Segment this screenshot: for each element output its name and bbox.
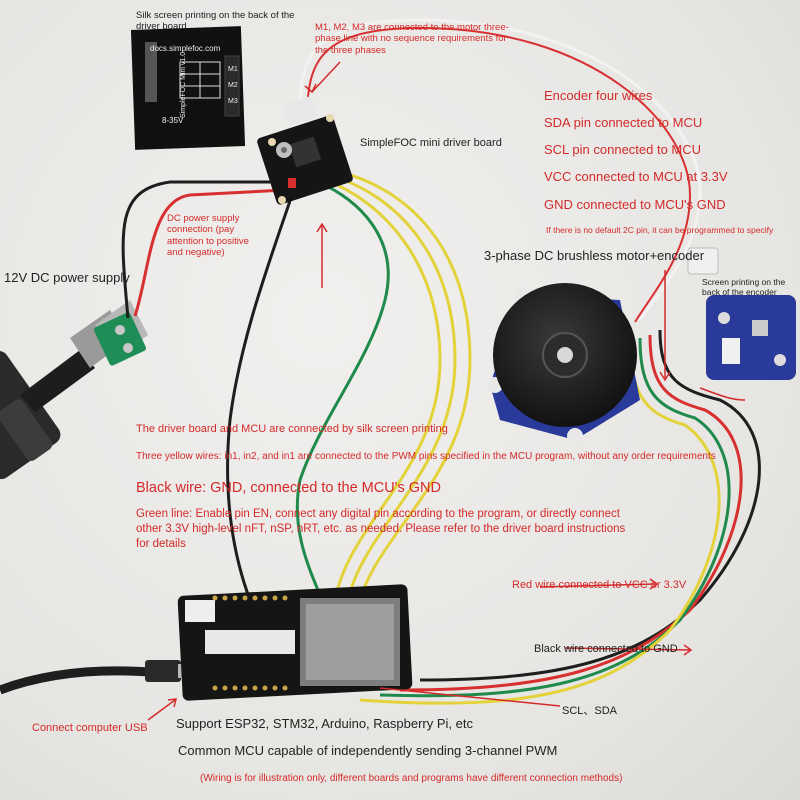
encoder-scl: SCL pin connected to MCU <box>544 142 702 157</box>
dc-black-wire <box>121 180 280 319</box>
pwm-yellow-wire-1 <box>324 178 442 601</box>
gnd-black-wire <box>226 194 294 601</box>
support-callout: Support ESP32, STM32, Arduino, Raspberry… <box>176 716 473 731</box>
mini-driver-callout: SimpleFOC mini driver board <box>360 137 502 149</box>
pwm-yellow-wire-3 <box>339 170 472 601</box>
board-url-print: docs.simplefoc.com <box>150 44 221 53</box>
encoder-gnd: GND connected to MCU's GND <box>544 197 726 212</box>
board-version-print: SimpleFOC Mini v1.0 <box>180 51 187 118</box>
bldc-motor <box>487 247 719 444</box>
board-voltage-print: 8-35V <box>162 116 184 125</box>
board-m3-print: M3 <box>228 98 238 105</box>
motor-lines-callout: M1, M2, M3 are connected to the motor th… <box>315 22 509 56</box>
usb-cable <box>0 666 151 695</box>
encoder-green-wire <box>379 337 731 698</box>
dc-red-wire <box>133 188 286 317</box>
silk-connect-callout: The driver board and MCU are connected b… <box>136 423 448 435</box>
encoder-vcc: VCC connected to MCU at 3.3V <box>544 169 728 184</box>
pwm-yellow-wire-2 <box>331 174 457 601</box>
encoder-red-wire <box>399 334 743 692</box>
motor-callout: 3-phase DC brushless motor+encoder <box>484 248 705 263</box>
en-green-wire <box>295 180 390 601</box>
simplefoc-mini-board <box>257 95 353 205</box>
mcu-board <box>177 584 413 701</box>
common-mcu-callout: Common MCU capable of independently send… <box>178 743 558 758</box>
encoder-yellow-wire <box>359 339 721 705</box>
power-adapter <box>0 300 148 480</box>
silk-back-callout: Silk screen printing on the back of the … <box>136 10 295 33</box>
disclaimer: (Wiring is for illustration only, differ… <box>200 773 623 784</box>
encoder-note: If there is no default 2C pin, it can be… <box>546 225 774 235</box>
red-wire-callout: Red wire connected to VCC or 3.3V <box>512 579 687 591</box>
black-gnd-callout: Black wire connected to GND <box>534 643 678 655</box>
power-12v-callout: 12V DC power supply <box>4 270 130 285</box>
yellow-wire-callout: Three yellow wires: in1, in2, and in1 ar… <box>136 451 716 462</box>
board-m1-print: M1 <box>228 66 238 73</box>
encoder-back-callout: Screen printing on the back of the encod… <box>702 277 786 298</box>
encoder-black-wire <box>419 329 761 682</box>
black-wire-callout: Black wire: GND, connected to the MCU's … <box>136 480 441 496</box>
encoder-sda: SDA pin connected to MCU <box>544 115 703 130</box>
green-wire-callout: Green line: Enable pin EN, connect any d… <box>136 508 626 550</box>
callout-arrows <box>147 61 746 721</box>
encoder-title: Encoder four wires <box>544 88 653 103</box>
board-m2-print: M2 <box>228 82 238 89</box>
driver-back-photo <box>130 26 246 150</box>
scl-sda-callout: SCL、SDA <box>562 705 618 717</box>
usb-callout: Connect computer USB <box>32 722 148 734</box>
encoder-board <box>706 295 796 380</box>
dc-supply-callout: DC power supply connection (pay attentio… <box>167 213 249 259</box>
